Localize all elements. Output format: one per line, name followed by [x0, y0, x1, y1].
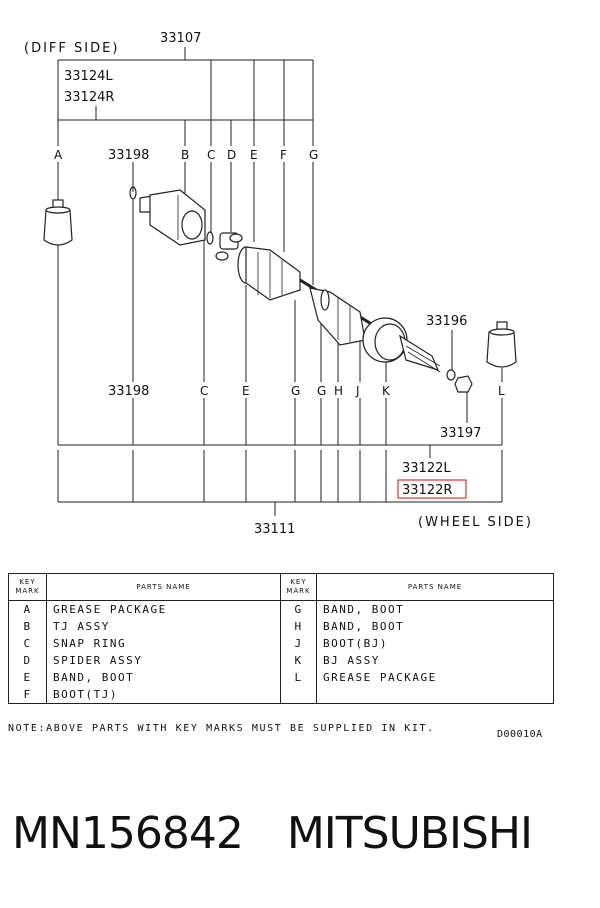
- snap-ring-top-icon: [129, 186, 137, 200]
- table-row: B TJ ASSY H BAND, BOOT: [8, 618, 554, 635]
- name-cell: BAND, BOOT: [316, 618, 554, 635]
- nut-icon: [454, 375, 473, 393]
- key-bottom-l: L: [498, 384, 505, 398]
- washer-icon: [446, 369, 456, 381]
- name-cell: BOOT(BJ): [316, 635, 554, 652]
- part-33198-bottom-label: 33198: [108, 384, 149, 399]
- part-number: MN156842: [12, 808, 244, 859]
- key-top-c: C: [207, 148, 215, 162]
- key-cell: A: [8, 600, 47, 618]
- key-bottom-g2: G: [317, 384, 326, 398]
- bj-assy-icon: [362, 317, 441, 373]
- key-bottom-h: H: [334, 384, 343, 398]
- wheel-side-label: (WHEEL SIDE): [418, 515, 533, 530]
- key-bottom-j: J: [355, 384, 360, 398]
- parts-name-header-right: PARTS NAME: [316, 573, 554, 601]
- key-cell: F: [8, 686, 47, 704]
- part-33196-label: 33196: [426, 314, 467, 329]
- name-cell: TJ ASSY: [46, 618, 281, 635]
- key-cell: J: [280, 635, 317, 652]
- part-33198-top-label: 33198: [108, 148, 149, 163]
- name-cell: SPIDER ASSY: [46, 652, 281, 669]
- highlight-box: [397, 479, 467, 499]
- table-row: D SPIDER ASSY K BJ ASSY: [8, 652, 554, 669]
- key-cell: B: [8, 618, 47, 635]
- diagram-code: D00010A: [497, 729, 543, 740]
- key-cell: E: [8, 669, 47, 686]
- part-33124r-label: 33124R: [64, 90, 114, 105]
- name-cell: BJ ASSY: [316, 652, 554, 669]
- kit-note: NOTE:ABOVE PARTS WITH KEY MARKS MUST BE …: [8, 723, 435, 734]
- key-cell: L: [280, 669, 317, 686]
- table-row: F BOOT(TJ): [8, 686, 554, 704]
- name-cell: [316, 686, 554, 704]
- key-top-d: D: [227, 148, 236, 162]
- table-row: E BAND, BOOT L GREASE PACKAGE: [8, 669, 554, 686]
- key-bottom-e: E: [242, 384, 250, 398]
- part-33111-label: 33111: [254, 522, 295, 537]
- diff-side-label: (DIFF SIDE): [24, 41, 119, 56]
- boot-bj-icon: [309, 287, 366, 346]
- part-33122r-label[interactable]: 33122R: [402, 483, 452, 498]
- snap-ring-c-icon: [206, 231, 214, 245]
- key-cell: C: [8, 635, 47, 652]
- exploded-parts-diagram: (DIFF SIDE) (WHEEL SIDE) 33107 33124L 33…: [24, 31, 533, 537]
- key-top-a: A: [54, 148, 63, 162]
- name-cell: SNAP RING: [46, 635, 281, 652]
- key-bottom-c: C: [200, 384, 208, 398]
- key-cell: K: [280, 652, 317, 669]
- table-row: C SNAP RING J BOOT(BJ): [8, 635, 554, 652]
- spider-assy-icon: [215, 232, 243, 261]
- tj-assy-icon: [139, 189, 206, 246]
- brand-name: MITSUBISHI: [286, 808, 533, 859]
- name-cell: GREASE PACKAGE: [316, 669, 554, 686]
- key-bottom-g1: G: [291, 384, 300, 398]
- part-33124l-label: 33124L: [64, 69, 113, 84]
- key-cell: D: [8, 652, 47, 669]
- key-cell: G: [280, 600, 317, 618]
- name-cell: GREASE PACKAGE: [46, 600, 281, 618]
- key-top-b: B: [181, 148, 189, 162]
- name-cell: BAND, BOOT: [316, 600, 554, 618]
- key-bottom-k: K: [382, 384, 391, 398]
- name-cell: BOOT(TJ): [46, 686, 281, 704]
- part-33107-label: 33107: [160, 31, 201, 46]
- key-cell: H: [280, 618, 317, 635]
- footer-title: MN156842 MITSUBISHI: [12, 808, 533, 859]
- key-cell: [280, 686, 317, 704]
- grease-package-a-icon: [43, 199, 73, 246]
- key-top-e: E: [250, 148, 258, 162]
- parts-name-header: PARTS NAME: [46, 573, 281, 601]
- key-top-g: G: [309, 148, 318, 162]
- name-cell: BAND, BOOT: [46, 669, 281, 686]
- part-33197-label: 33197: [440, 426, 481, 441]
- grease-package-l-icon: [486, 321, 517, 368]
- table-row: A GREASE PACKAGE G BAND, BOOT: [8, 600, 554, 618]
- key-top-f: F: [280, 148, 287, 162]
- part-33122l-label: 33122L: [402, 461, 451, 476]
